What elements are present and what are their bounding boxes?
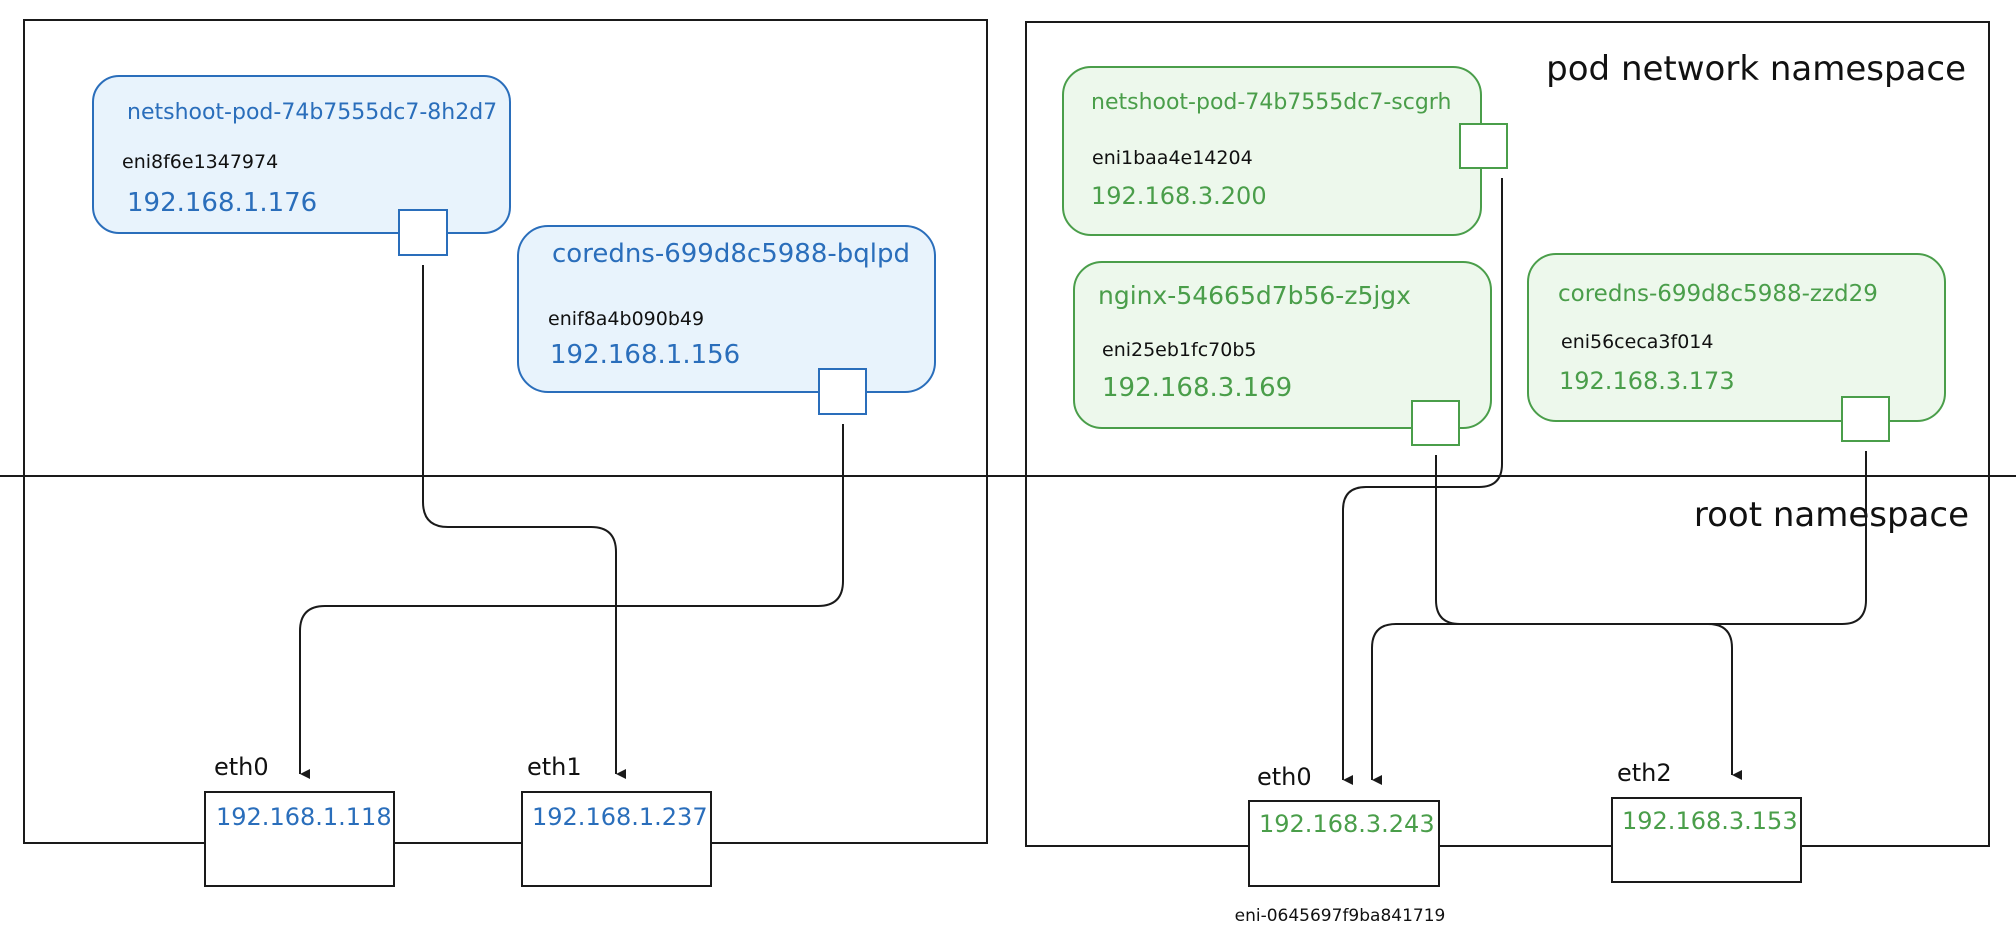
interface-label: eth0 xyxy=(214,753,269,781)
interface-box xyxy=(1611,797,1802,883)
pod-ip: 192.168.3.200 xyxy=(1091,182,1267,210)
route-line xyxy=(1435,455,1742,780)
pod-ip: 192.168.3.169 xyxy=(1102,373,1292,403)
pod-card: coredns-699d8c5988-zzd29 eni56ceca3f014 … xyxy=(1527,253,1946,442)
route-line xyxy=(1371,451,1867,785)
pod-card: netshoot-pod-74b7555dc7-8h2d7 eni8f6e134… xyxy=(92,75,511,256)
interface-eni: eni-0645697f9ba841719 xyxy=(1235,906,1446,926)
pod-name: nginx-54665d7b56-z5jgx xyxy=(1098,281,1411,310)
pod-eni: eni56ceca3f014 xyxy=(1561,331,1713,353)
interface-label: eth2 xyxy=(1617,759,1672,787)
pod-ip: 192.168.3.173 xyxy=(1559,367,1735,395)
route-line xyxy=(422,265,626,779)
pod-ip: 192.168.1.176 xyxy=(127,188,317,218)
host-interface: eth2 192.168.3.153 xyxy=(1611,759,1802,883)
route-line xyxy=(1342,178,1503,785)
pod-name: netshoot-pod-74b7555dc7-scgrh xyxy=(1091,90,1451,115)
pod-name: coredns-699d8c5988-bqlpd xyxy=(552,239,910,269)
pod-card: netshoot-pod-74b7555dc7-scgrh eni1baa4e1… xyxy=(1062,66,1508,236)
host-interface: eth0 192.168.1.118 xyxy=(204,753,395,887)
veth-port xyxy=(1841,396,1890,442)
interface-box xyxy=(1248,800,1440,887)
pod-ip: 192.168.1.156 xyxy=(550,340,740,370)
interface-ip: 192.168.3.153 xyxy=(1622,807,1798,835)
interface-label: eth0 xyxy=(1257,763,1312,791)
interface-box xyxy=(204,791,395,887)
pod-card: coredns-699d8c5988-bqlpd enif8a4b090b49 … xyxy=(517,225,936,415)
host-interface: eth1 192.168.1.237 xyxy=(521,753,712,887)
root-namespace-label: root namespace xyxy=(1694,495,1969,535)
node-1-box xyxy=(23,19,988,844)
pod-card-box xyxy=(1073,261,1492,429)
veth-port xyxy=(818,368,867,415)
pod-namespace-label: pod network namespace xyxy=(1546,49,1966,89)
pod-name: coredns-699d8c5988-zzd29 xyxy=(1558,281,1878,307)
interface-box xyxy=(521,791,712,887)
host-interface: eth0 192.168.3.243 eni-0645697f9ba841719 xyxy=(1235,763,1446,926)
interface-ip: 192.168.1.237 xyxy=(532,803,708,831)
pod-card: nginx-54665d7b56-z5jgx eni25eb1fc70b5 19… xyxy=(1073,261,1492,446)
veth-port xyxy=(1411,400,1460,446)
interface-label: eth1 xyxy=(527,753,582,781)
pod-eni: enif8a4b090b49 xyxy=(548,308,704,330)
node-2-box xyxy=(1025,21,1990,847)
pod-eni: eni25eb1fc70b5 xyxy=(1102,339,1257,361)
pod-name: netshoot-pod-74b7555dc7-8h2d7 xyxy=(127,100,497,125)
interface-ip: 192.168.3.243 xyxy=(1259,810,1435,838)
interface-ip: 192.168.1.118 xyxy=(216,803,392,831)
pod-card-box xyxy=(1527,253,1946,422)
pod-eni: eni1baa4e14204 xyxy=(1092,147,1253,169)
pod-card-box xyxy=(517,225,936,393)
veth-port xyxy=(398,209,448,256)
pod-eni: eni8f6e1347974 xyxy=(122,151,278,173)
route-line xyxy=(299,424,844,779)
veth-port xyxy=(1459,123,1508,169)
pod-card-box xyxy=(92,75,511,234)
